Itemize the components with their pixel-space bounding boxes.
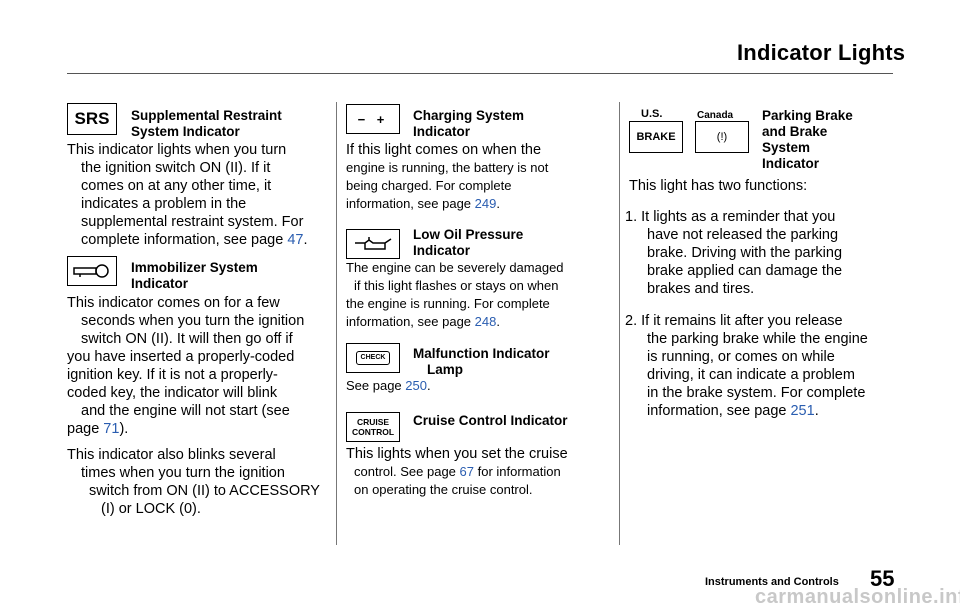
- malfunction-text: See page 250.: [346, 378, 431, 393]
- page-link-248[interactable]: 248: [474, 314, 497, 329]
- canada-label: Canada: [697, 110, 734, 121]
- charging-heading: Charging System Indicator: [413, 108, 525, 139]
- us-label: U.S.: [641, 108, 663, 120]
- brake-heading: Parking Brake and Brake System Indicator: [762, 108, 853, 171]
- charging-text: If this light comes on when the engine i…: [346, 142, 549, 211]
- page-link-47[interactable]: 47: [287, 232, 304, 248]
- page-link-67[interactable]: 67: [459, 464, 474, 479]
- battery-icon: − +: [346, 104, 400, 134]
- column-divider-1: [336, 102, 337, 545]
- brake-item-1: 1. It lights as a reminder that you have…: [625, 209, 843, 297]
- watermark: carmanualsonline.info: [755, 586, 960, 608]
- oil-can-icon: [346, 229, 400, 259]
- brake-item-2: 2. If it remains lit after you release t…: [625, 313, 868, 419]
- key-icon: [73, 264, 109, 278]
- brake-intro: This light has two functions:: [629, 178, 808, 194]
- immobilizer-icon: [67, 256, 117, 286]
- page-title: Indicator Lights: [737, 40, 906, 65]
- immobilizer-text-2: This indicator also blinks several times…: [67, 447, 320, 517]
- cruise-text: This lights when you set the cruise cont…: [346, 446, 568, 497]
- header-rule: [67, 73, 893, 74]
- brake-us-icon: BRAKE: [629, 121, 683, 153]
- srs-text: This indicator lights when you turn the …: [67, 142, 308, 248]
- srs-icon: SRS: [67, 103, 117, 135]
- srs-heading: Supplemental Restraint System Indicator: [131, 108, 282, 139]
- footer-section-label: Instruments and Controls: [705, 576, 839, 588]
- brake-canada-icon: (!): [695, 121, 749, 153]
- page-link-249[interactable]: 249: [474, 196, 497, 211]
- page-link-71[interactable]: 71: [103, 421, 120, 437]
- immobilizer-heading: Immobilizer System Indicator: [131, 260, 258, 291]
- column-divider-2: [619, 102, 620, 545]
- immobilizer-text: This indicator comes on for a few second…: [67, 295, 305, 437]
- oil-heading: Low Oil Pressure Indicator: [413, 227, 524, 258]
- cruise-heading: Cruise Control Indicator: [413, 413, 568, 428]
- cruise-control-icon: CRUISE CONTROL: [346, 412, 400, 442]
- oil-text: The engine can be severely damaged if th…: [346, 260, 564, 329]
- page-link-250[interactable]: 250: [405, 378, 427, 393]
- malfunction-heading: Malfunction Indicator Lamp: [413, 346, 550, 377]
- page-link-251[interactable]: 251: [790, 403, 815, 419]
- page-number: 55: [870, 566, 895, 591]
- oil-pressure-icon: [355, 237, 392, 250]
- check-engine-icon: CHECK: [346, 343, 400, 373]
